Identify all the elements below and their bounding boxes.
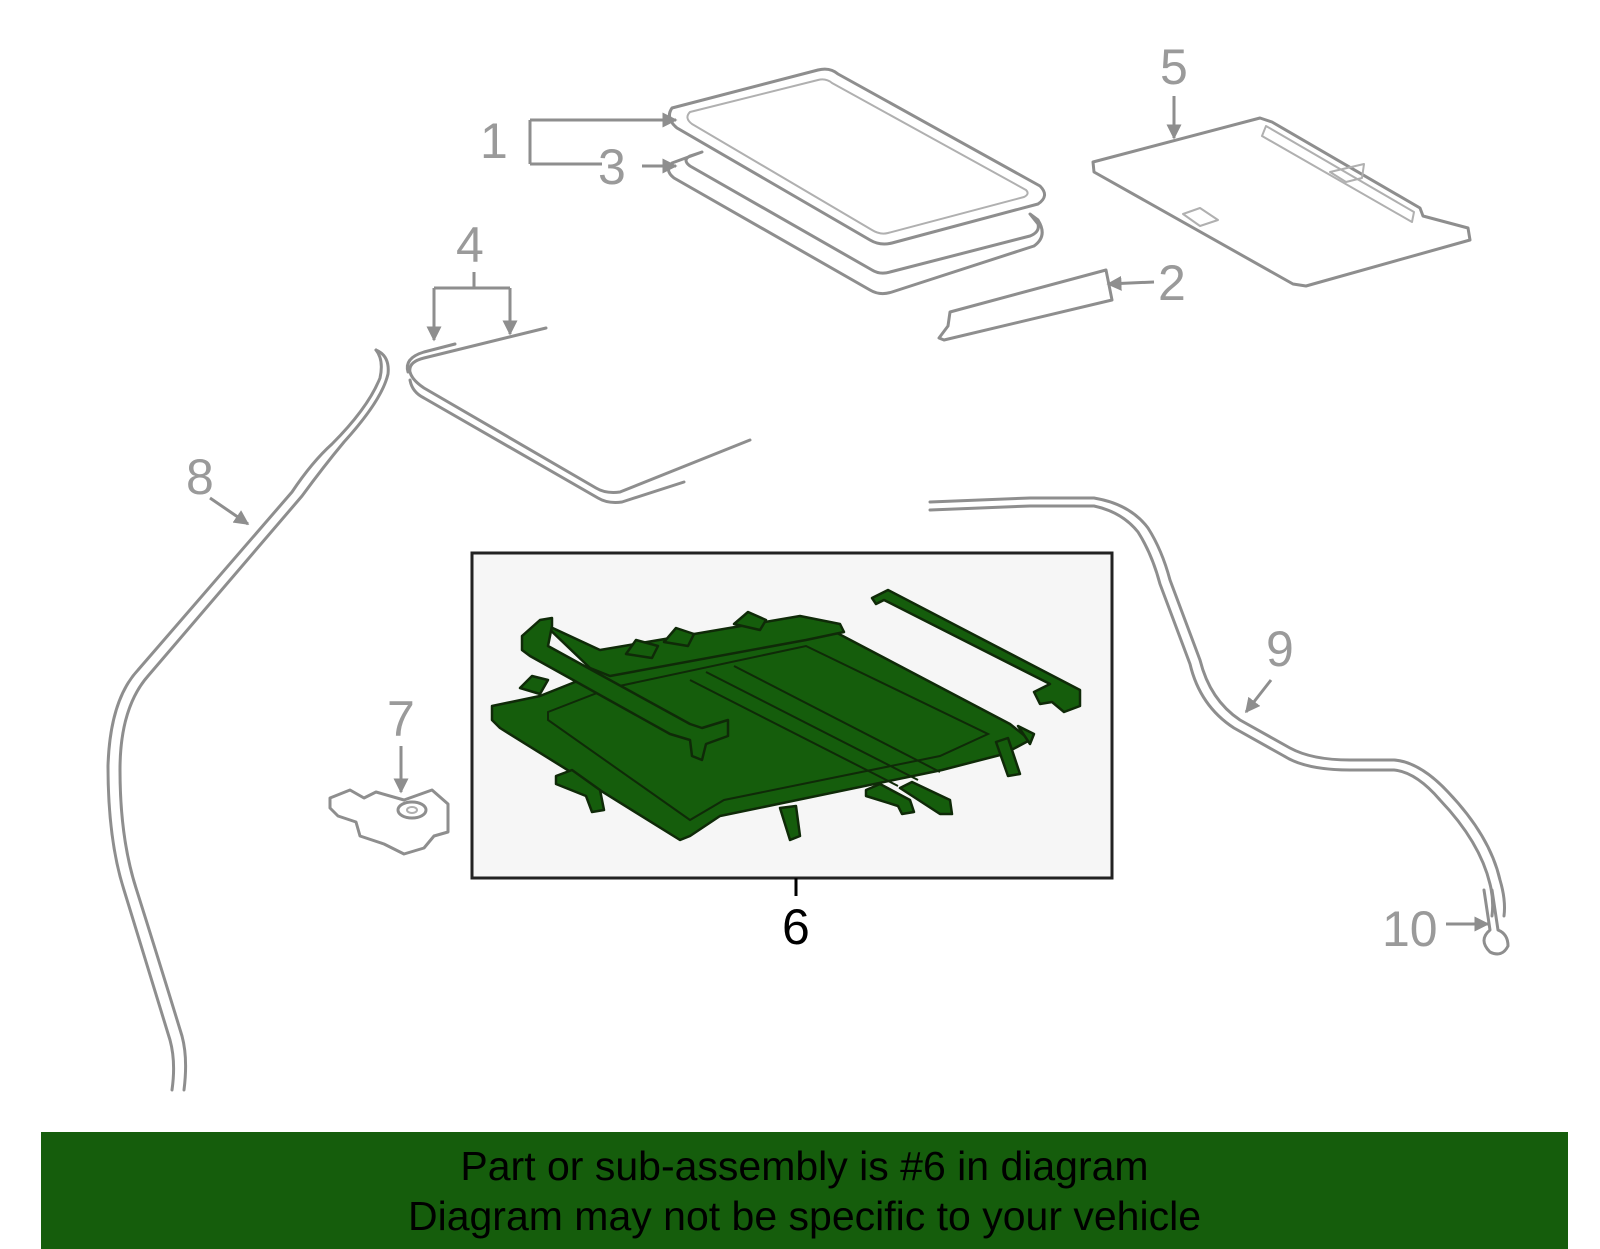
part-6-inset[interactable] xyxy=(470,551,1114,880)
callout-4: 4 xyxy=(456,217,484,273)
callout-2: 2 xyxy=(1158,255,1186,311)
leader-lines xyxy=(209,96,1490,932)
part-2-deflector[interactable] xyxy=(937,268,1114,342)
footer-line-1: Part or sub-assembly is #6 in diagram xyxy=(460,1142,1149,1189)
part-7-motor[interactable] xyxy=(328,788,450,856)
part-3-weatherstrip[interactable] xyxy=(667,150,1044,296)
part-6-sunroof-frame-assembly[interactable] xyxy=(490,588,1082,842)
callout-9: 9 xyxy=(1266,621,1294,677)
part-4-seal[interactable] xyxy=(405,326,752,504)
part-5-sunshade[interactable] xyxy=(1091,116,1472,288)
footer-line-2: Diagram may not be specific to your vehi… xyxy=(407,1192,1201,1239)
callout-6: 6 xyxy=(782,899,810,955)
part-10-clip[interactable] xyxy=(1482,888,1510,956)
footer-banner: Part or sub-assembly is #6 in diagram Di… xyxy=(41,1132,1568,1249)
callout-8: 8 xyxy=(186,449,214,505)
callout-7: 7 xyxy=(387,691,415,747)
part-1-glass-panel[interactable] xyxy=(667,67,1046,246)
part-8-drain-hose[interactable] xyxy=(106,348,390,1092)
callout-3: 3 xyxy=(598,139,626,195)
callout-10: 10 xyxy=(1382,901,1438,957)
callout-1: 1 xyxy=(480,113,508,169)
part-9-drain-hose[interactable] xyxy=(928,496,1506,918)
callout-5: 5 xyxy=(1160,39,1188,95)
